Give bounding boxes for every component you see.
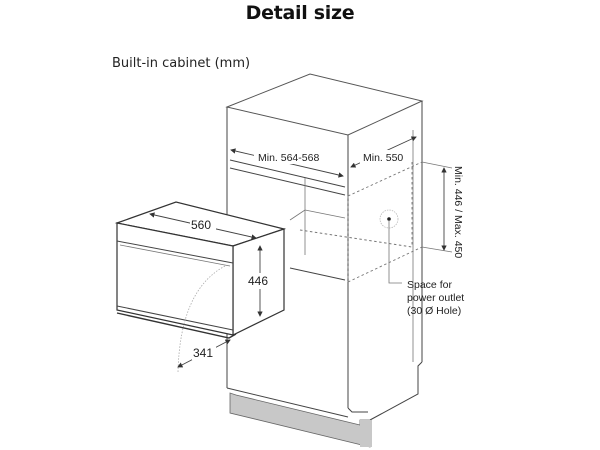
page-title: Detail size xyxy=(245,2,355,24)
outlet-note-line2: power outlet xyxy=(407,292,464,304)
outlet-note-line3: (30 Ø Hole) xyxy=(407,305,461,317)
cabinet-top xyxy=(225,73,424,136)
power-outlet-dot xyxy=(387,217,391,221)
power-outlet-circle xyxy=(379,209,399,229)
oven-width-label: 560 xyxy=(191,218,211,232)
oven-height-label: 446 xyxy=(248,274,268,288)
oven: 560 446 341 xyxy=(114,201,287,373)
cabinet-height-label: Min. 446 / Max. 450 xyxy=(452,166,464,258)
outlet-note-line1: Space for xyxy=(407,279,452,291)
cabinet-width-label: Min. 564-568 xyxy=(258,152,319,164)
cabinet-depth-label: Min. 550 xyxy=(363,152,403,164)
cabinet-plinth xyxy=(229,392,371,448)
diagram-subtitle: Built-in cabinet (mm) xyxy=(112,56,251,71)
door-swing-label: 341 xyxy=(193,346,213,360)
cabinet: Min. 564-568 Min. 550 Min. 446 / Max. 45… xyxy=(225,73,464,448)
